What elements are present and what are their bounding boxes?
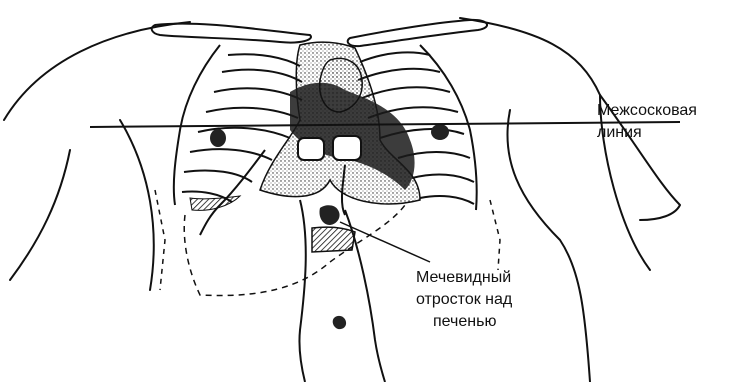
left-nipple (210, 129, 226, 147)
left-clavicle (152, 24, 311, 43)
left-costal-hatch (190, 196, 240, 210)
left-side-outline (120, 120, 154, 290)
intermammary-line-label-2: линия (597, 124, 642, 141)
xiphoid-process (319, 205, 339, 225)
xiphoid-label-3: печенью (433, 313, 496, 330)
xiphoid-label-2: отросток над (416, 291, 513, 308)
left-shoulder-outline (4, 22, 190, 120)
intermammary-line-label-1: Межсосковая (597, 102, 697, 119)
right-shoulder-outline (460, 18, 680, 220)
right-clavicle (348, 20, 487, 46)
cardiac-marker-left (298, 138, 324, 160)
cardiac-marker-right (333, 136, 361, 160)
navel (333, 316, 346, 329)
liver-outline (184, 205, 405, 296)
left-midaxillary-dash (155, 190, 165, 290)
right-nipple (431, 124, 449, 140)
xiphoid-label-1: Мечевидный (416, 269, 511, 286)
right-midaxillary-dash (490, 200, 500, 270)
left-arm-outline (10, 150, 70, 280)
right-arm-outline (600, 95, 650, 270)
right-side-outline (507, 110, 590, 382)
